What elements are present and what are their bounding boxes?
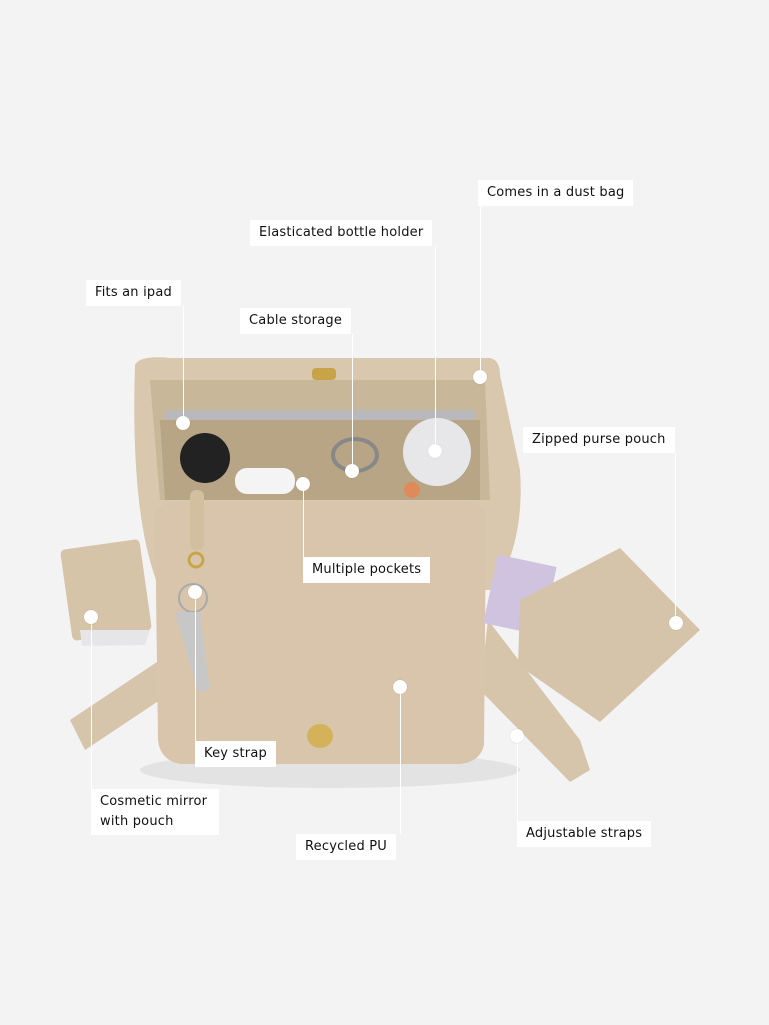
leader-line: [675, 453, 676, 623]
leader-line: [352, 334, 353, 471]
mirror-pouch: [60, 539, 152, 641]
callout-recycled-pu: Recycled PU: [296, 834, 396, 860]
hotspot-pockets[interactable]: [296, 477, 310, 491]
leader-line: [435, 246, 436, 451]
hotspot-recycled-pu[interactable]: [393, 680, 407, 694]
callout-ipad: Fits an ipad: [86, 280, 181, 306]
ipad: [165, 410, 475, 420]
leader-line: [517, 736, 518, 821]
hotspot-mirror[interactable]: [84, 610, 98, 624]
keys: [175, 612, 210, 692]
purse-pouch: [518, 548, 700, 722]
callout-bottle-holder: Elasticated bottle holder: [250, 220, 433, 246]
leader-line: [195, 592, 196, 741]
brush: [180, 433, 230, 483]
hotspot-ipad[interactable]: [176, 416, 190, 430]
hotspot-purse-pouch[interactable]: [669, 616, 683, 630]
leader-line: [183, 306, 184, 423]
callout-cable-storage: Cable storage: [240, 308, 352, 334]
callout-mirror: Cosmetic mirror with pouch: [91, 789, 219, 835]
left-strap: [70, 660, 175, 750]
callout-pockets: Multiple pockets: [303, 557, 431, 583]
hotspot-straps[interactable]: [510, 729, 524, 743]
callout-key-strap: Key strap: [195, 741, 276, 767]
callout-dust-bag: Comes in a dust bag: [478, 180, 634, 206]
right-strap: [480, 620, 590, 782]
leader-line: [480, 206, 481, 377]
callout-straps: Adjustable straps: [517, 821, 652, 847]
hotspot-dust-bag[interactable]: [473, 370, 487, 384]
leader-line: [91, 617, 92, 789]
leader-line: [400, 687, 401, 834]
hotspot-cable-storage[interactable]: [345, 464, 359, 478]
hotspot-bottle-holder[interactable]: [428, 444, 442, 458]
hotspot-key-strap[interactable]: [188, 585, 202, 599]
magnetic-clasp: [307, 724, 333, 748]
leader-line: [303, 484, 304, 557]
callout-purse-pouch: Zipped purse pouch: [523, 427, 675, 453]
